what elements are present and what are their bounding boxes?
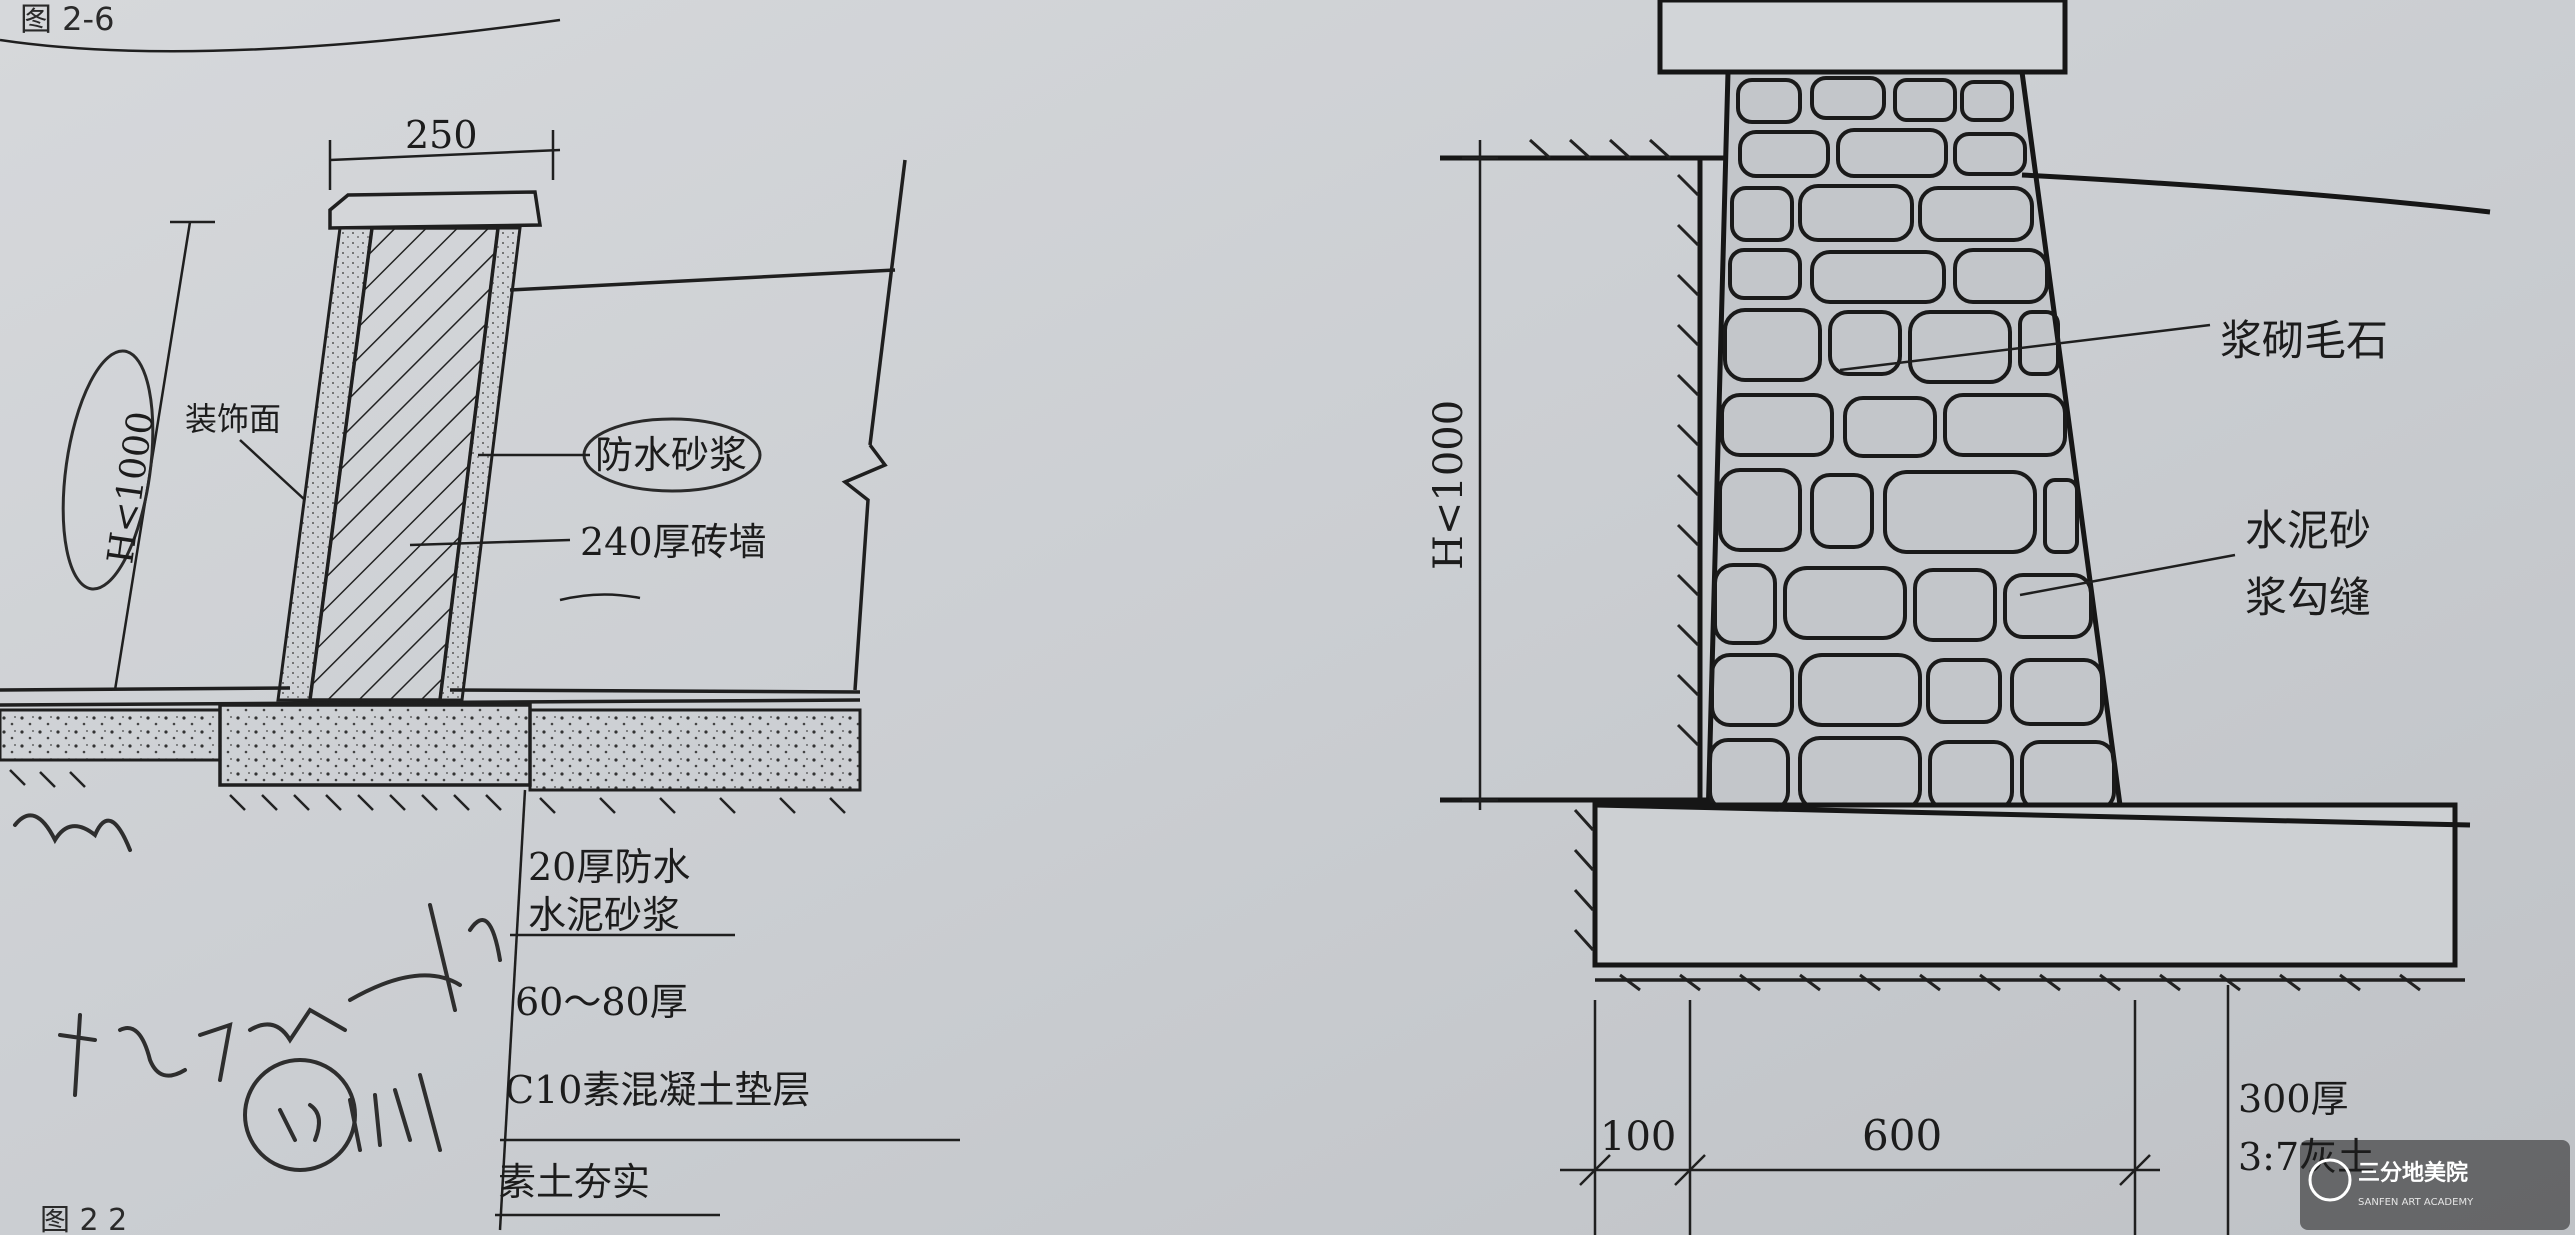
label-waterproof-mortar: 防水砂浆 [595, 433, 747, 477]
wall-coping [328, 190, 543, 230]
layer-3: 素土夯实 [498, 1160, 650, 1204]
label-rubble: 浆砌毛石 [2220, 316, 2388, 365]
handwritten-arrow [559, 593, 641, 602]
logo-mark-icon [2308, 1158, 2352, 1202]
label-finish: 装饰面 [185, 400, 281, 438]
caption-bottom: 图 2 2 [40, 1203, 127, 1235]
layer-2-line1: 60～80厚 [515, 980, 688, 1024]
logo-title: 三分地美院 [2358, 1160, 2468, 1186]
soil-top-line [509, 268, 896, 292]
label-pointing-line2: 浆勾缝 [2245, 573, 2371, 622]
compacted-soil-marks [9, 769, 846, 814]
dim-bottom-tick-3 [2119, 1154, 2151, 1186]
footing-block [1592, 802, 2458, 968]
layer-1-line1: 20厚防水 [528, 845, 690, 889]
rubble-stones [1708, 76, 2116, 812]
foundation-left-block [0, 708, 222, 762]
break-line-zigzag [841, 443, 888, 691]
layer-1-line2: 水泥砂浆 [528, 893, 680, 937]
dim-bottom-tick-2 [1674, 1154, 1706, 1186]
layer-leader-vertical [498, 789, 527, 1231]
leader-finish [239, 439, 306, 501]
foundation-under-wall [218, 703, 532, 787]
left-figure: 图 2-6 250 H<1000 装饰面 防水砂浆 240厚砖 [0, 0, 960, 1235]
label-pointing-line1: 水泥砂 [2245, 506, 2371, 555]
right-figure: H<1000 浆砌毛石 水泥砂 浆勾缝 100 600 300厚 3:7灰土 [1426, 0, 2491, 1235]
dim-bottom-tick-1 [1579, 1154, 1611, 1186]
dim-250-label: 250 [405, 113, 478, 157]
footing-top [1594, 802, 2471, 828]
dim-bottom-left-label: 100 [1600, 1114, 1676, 1160]
leader-rubble [1839, 323, 2211, 372]
base-line1: 300厚 [2238, 1077, 2349, 1121]
foundation-right-block [528, 708, 862, 792]
dim-250-line [329, 148, 561, 162]
soil-hatch-footing [1573, 808, 2421, 992]
caption-fragment: 图 2-6 [20, 0, 114, 38]
foundation-top-line [0, 698, 861, 707]
ground-line-left [0, 686, 291, 692]
dim-height-right-label: H<1000 [1426, 400, 1472, 570]
handwritten-notes [13, 813, 502, 1172]
break-line-upper [868, 159, 907, 446]
watermark-logo: 三分地美院 SANFEN ART ACADEMY [2300, 1140, 2570, 1230]
layer-2-line2: C10素混凝土垫层 [505, 1068, 810, 1112]
caption-underline [0, 18, 561, 53]
leader-pointing [2019, 553, 2236, 597]
dim-bottom-right-label: 600 [1862, 1111, 1942, 1160]
leader-brick [409, 538, 571, 547]
rubble-wall-coping [1657, 0, 2068, 75]
handwritten-circle-height [61, 349, 155, 591]
label-brick-wall: 240厚砖墙 [580, 520, 767, 564]
soil-hatch-front [1528, 138, 1700, 747]
ground-line-right [449, 688, 861, 694]
back-slope-line [2021, 172, 2491, 215]
logo-sub: SANFEN ART ACADEMY [2358, 1197, 2474, 1208]
